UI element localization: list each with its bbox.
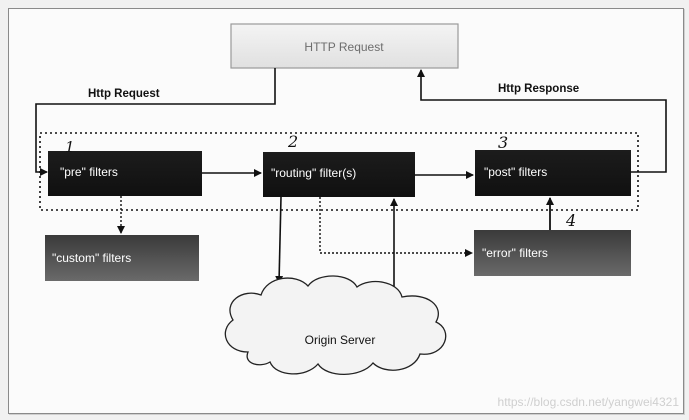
custom-filters-label: "custom" filters — [52, 251, 131, 265]
watermark-text: https://blog.csdn.net/yangwei4321 — [498, 395, 680, 409]
request-edge-label: Http Request — [88, 88, 160, 100]
origin-server-label: Origin Server — [305, 333, 376, 347]
routing-filters-box: "routing" filter(s) — [263, 152, 415, 197]
pre-filters-box: "pre" filters — [48, 151, 202, 196]
http-request-box-label: HTTP Request — [304, 40, 384, 54]
routing-to-error-edge — [319, 197, 473, 257]
routing-filters-label: "routing" filter(s) — [271, 166, 356, 180]
pre-filters-label: "pre" filters — [60, 165, 118, 179]
custom-filters-box: "custom" filters — [45, 235, 199, 281]
error-filters-label: "error" filters — [482, 246, 548, 260]
error-filters-box: "error" filters — [474, 230, 631, 276]
step-number-pre: 1 — [65, 138, 75, 156]
step-number-post: 3 — [498, 133, 508, 152]
request-edge — [35, 68, 276, 176]
http-request-box: HTTP Request — [230, 23, 459, 69]
routing-to-origin-edge — [275, 196, 284, 284]
step-number-error: 4 — [565, 211, 576, 230]
response-edge — [417, 69, 667, 173]
step-number-routing: 2 — [287, 132, 298, 151]
post-filters-label: "post" filters — [484, 165, 547, 179]
response-edge-label: Http Response — [498, 83, 579, 95]
origin-server-cloud: Origin Server — [224, 275, 447, 375]
post-filters-box: "post" filters — [475, 150, 631, 196]
